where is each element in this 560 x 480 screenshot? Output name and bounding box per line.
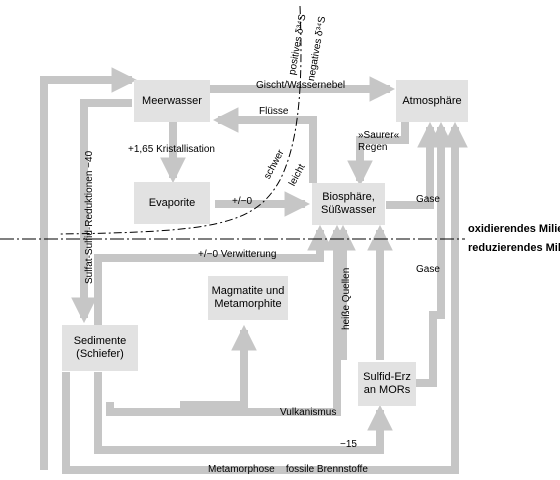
sedimente-box: Sedimente (Schiefer): [62, 325, 138, 371]
magmatite-box: Magmatite und Metamorphite: [208, 276, 288, 320]
arrow-minus15: [94, 372, 393, 454]
arrow-sulfat-reduktion: [71, 99, 132, 324]
gischt-label: Gischt/Wassernebel: [256, 80, 346, 91]
kristallisation-label: +1,65 Kristallisation: [128, 144, 215, 155]
reduzierendes-milieu-label: reduzierendes Milieu: [468, 242, 560, 254]
sulfat-reduktion-label: Sulfat-Sulfid-Reduktionen −40: [84, 150, 95, 284]
heisse-quellen-label: heiße Quellen: [341, 267, 352, 330]
vulkanismus-label: Vulkanismus: [280, 407, 337, 418]
sulfid-erz-box: Sulfid-Erz an MORs: [358, 362, 416, 406]
metamorphose-label: Metamorphose fossile Brennstoffe: [208, 464, 368, 475]
isotope-divider: [59, 5, 302, 235]
biosphaere-box: Biosphäre, Süßwasser: [312, 183, 385, 225]
verwitterung-label: +/−0 Verwitterung: [198, 249, 277, 260]
arrow-outer-left: [40, 67, 138, 470]
arrow-verwitterung: [94, 224, 333, 325]
atmosphaere-box: Atmosphäre: [396, 80, 468, 122]
arrow-vulkanismus: [180, 324, 257, 409]
arrow-metamorphose: [62, 121, 468, 474]
saurer-regen-label: »Saurer« Regen: [358, 130, 400, 153]
evaporite-box: Evaporite: [134, 182, 210, 224]
meerwasser-box: Meerwasser: [134, 80, 210, 122]
gase-oben-label: Gase: [416, 194, 440, 205]
arrow-vulkanismus-biosphaere: [106, 224, 350, 416]
evaporite-flow-label: +/−0: [232, 196, 253, 207]
fluesse-label: Flüsse: [259, 106, 289, 117]
arrow-gase-biosphaere: [386, 121, 443, 209]
oxidierendes-milieu-label: oxidierendes Milieu: [468, 223, 560, 235]
arrow-sulfid-atmosphaere: [415, 121, 454, 387]
arrow-fluesse: [212, 107, 317, 183]
arrow-saurer-regen: [347, 121, 409, 187]
gase-unten-label: Gase: [416, 264, 440, 275]
minus15-label: −15: [340, 439, 357, 450]
